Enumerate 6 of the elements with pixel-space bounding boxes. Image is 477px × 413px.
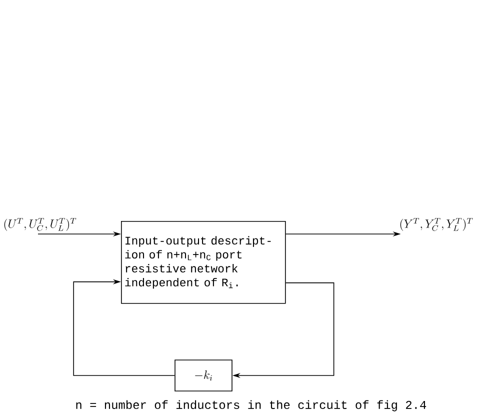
gain-box: $-k_i$: [174, 360, 232, 392]
caption: n = number of inductors in the circuit of fig 2.4: [76, 400, 426, 412]
arrow: [73, 279, 175, 376]
input-label: $(U^T,U_C^T,U_L^T)^T$: [4, 218, 76, 231]
process-box: Input-output descript- ion of n+n$_{L}$+n$_{C}$ port resistive network independent of R$_{i}$.: [121, 221, 286, 304]
output-label: $(Y^T,Y_C^T,Y_L^T)^T$: [400, 218, 473, 231]
